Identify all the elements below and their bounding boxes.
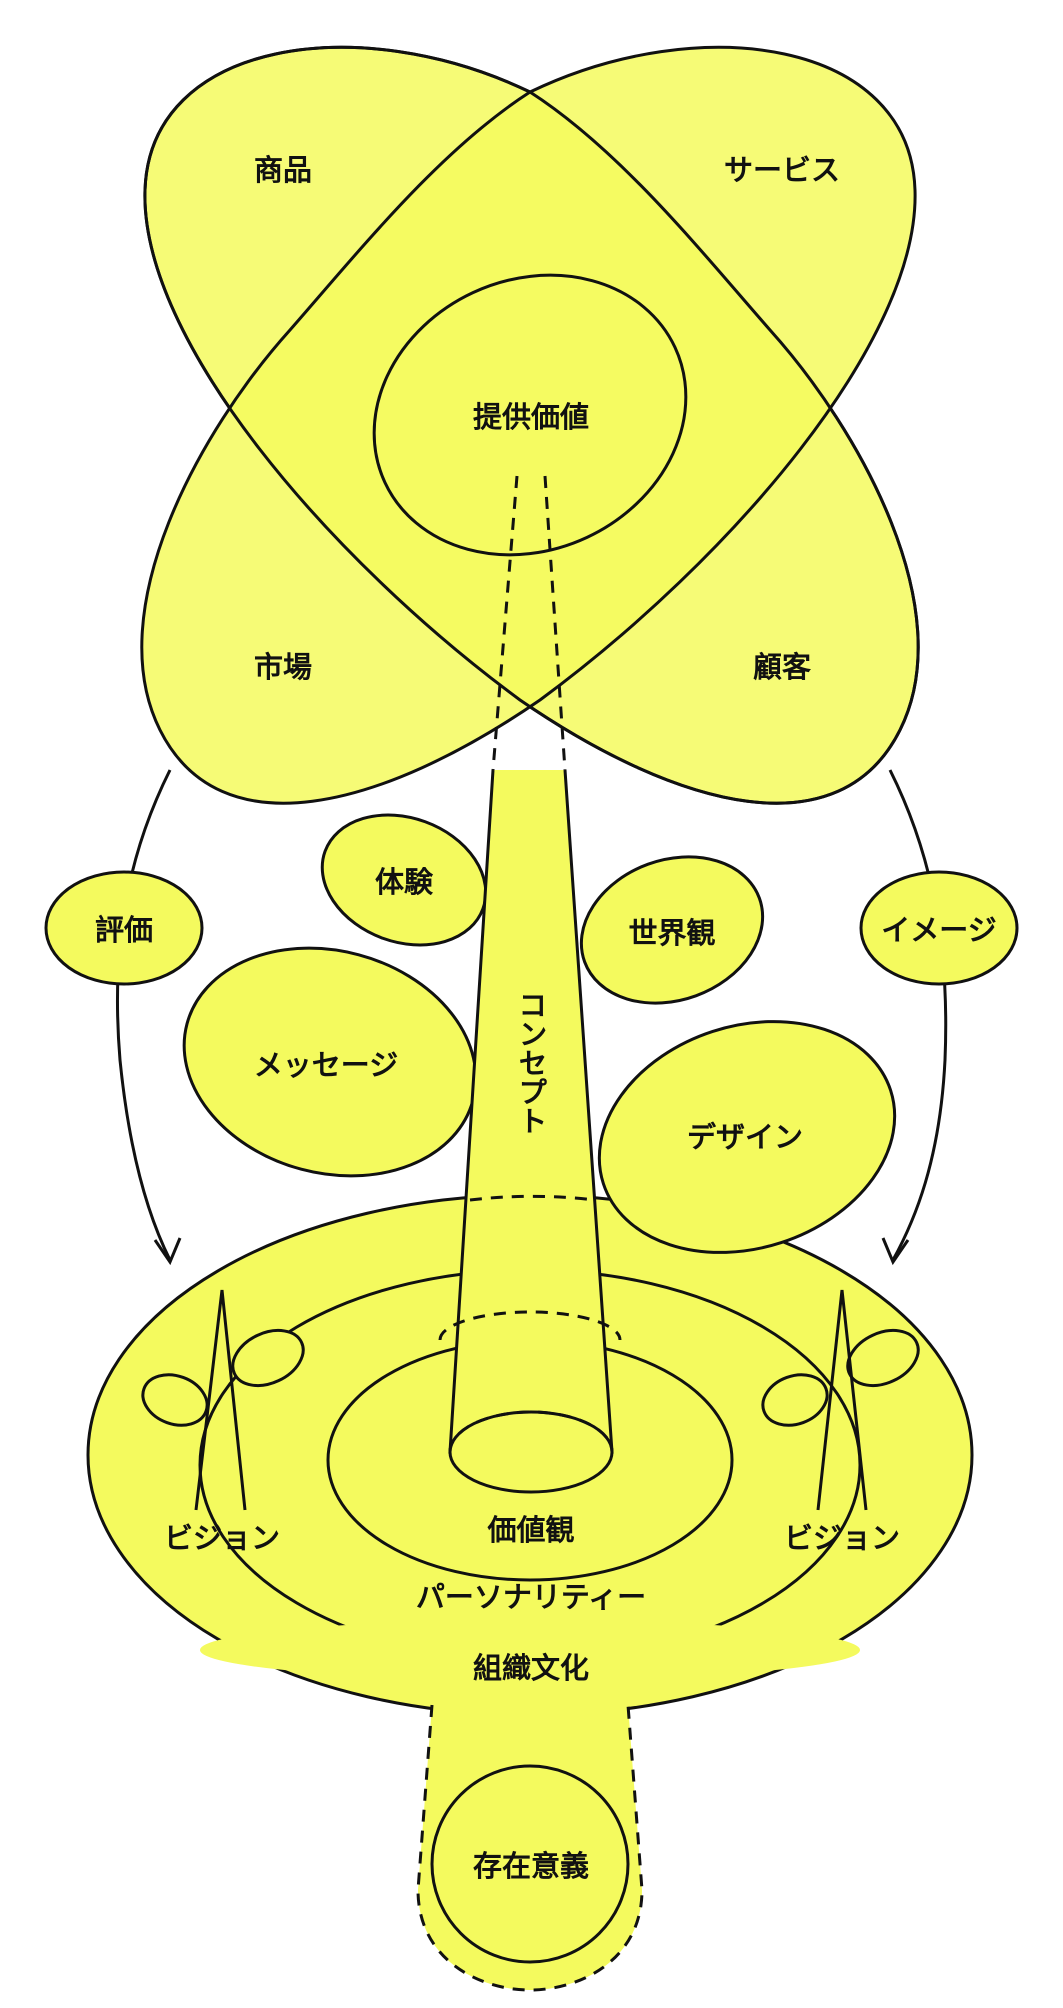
org-culture-label: 組織文化 (473, 1651, 589, 1685)
personality-label: パーソナリティー (416, 1580, 646, 1614)
trunk-dashed-arc-upper (469, 1194, 596, 1202)
vision-left-leaf-small (141, 1373, 209, 1427)
petal-a-outline (143, 45, 920, 805)
image-ellipse (859, 870, 1019, 986)
vision-right-leaf-large (846, 1328, 920, 1388)
vision-right-stem (816, 1289, 868, 1511)
evaluation-ellipse (44, 870, 204, 986)
market-label: 市場 (254, 650, 312, 684)
image-label: イメージ (881, 913, 996, 947)
arrow-right-curve-icon (888, 769, 948, 1261)
value-offered-label: 提供価値 (473, 400, 589, 434)
concept-base-dashed-top (448, 1410, 614, 1453)
experience-label: 体験 (375, 865, 434, 899)
values-label: 価値観 (486, 1513, 574, 1547)
petal-group (140, 45, 920, 805)
message-label: メッセージ (254, 1048, 398, 1082)
vision-right-leaf-small (761, 1373, 829, 1427)
concept-trunk-dashed-top (491, 475, 567, 771)
purpose-circle (430, 1764, 630, 1964)
worldview-label: 世界観 (628, 916, 715, 950)
vision-right-label: ビジョン (784, 1521, 900, 1555)
arrow-right-head-icon (881, 1237, 910, 1266)
customer-label: 顧客 (753, 650, 812, 684)
product-label: 商品 (254, 153, 312, 187)
vision-left-label: ビジョン (164, 1521, 280, 1555)
vision-left-stem (194, 1289, 247, 1511)
org-culture-lower-mask (200, 1620, 860, 1680)
purpose-label: 存在意義 (473, 1849, 589, 1883)
arrow-left-head-icon (153, 1237, 182, 1266)
petal-service-market (140, 45, 917, 805)
concept-label: コンセプト (514, 990, 548, 1135)
vision-left (141, 1289, 305, 1511)
design-label: デザイン (687, 1120, 803, 1154)
design-ellipse (597, 1020, 897, 1254)
worldview-ellipse (579, 855, 765, 1005)
vision-left-leaf-large (231, 1328, 305, 1388)
vision-right (761, 1289, 920, 1511)
service-label: サービス (724, 153, 840, 187)
evaluation-label: 評価 (95, 913, 153, 947)
value-offered-ellipse (372, 273, 688, 557)
arrow-left-curve-icon (115, 769, 172, 1261)
